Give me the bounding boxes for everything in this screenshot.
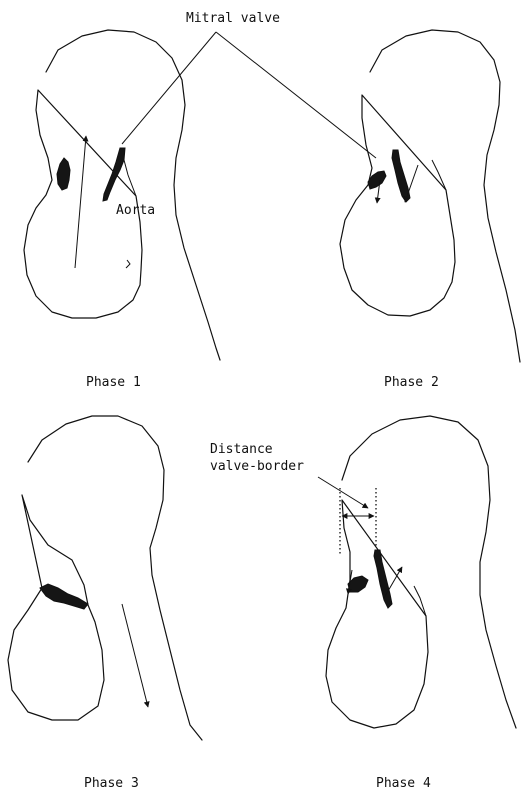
panel-phase-4: Distance valve-border Phase 4 — [210, 416, 516, 791]
mitral-valve-label: Mitral valve — [186, 11, 280, 26]
caption-phase-4: Phase 4 — [376, 776, 431, 791]
aortic-wall-stub-phase-1 — [124, 160, 136, 196]
caption-phase-2: Phase 2 — [384, 375, 439, 390]
valve-leaflet-right-phase-4 — [374, 550, 392, 608]
valve-leaflet-right-phase-1 — [103, 148, 125, 201]
heart-outline-phase-1 — [24, 30, 220, 360]
mitral-pointer-to-phase-1 — [122, 32, 216, 144]
flow-arrow-phase-1 — [75, 136, 86, 268]
distance-pointer-line — [318, 477, 368, 508]
chorda-tick-phase-1 — [126, 260, 130, 268]
panel-phase-2: Phase 2 — [340, 30, 520, 390]
heart-outline-phase-3 — [8, 416, 202, 740]
flow-arrow-phase-3 — [122, 604, 148, 707]
aorta-label: Aorta — [116, 203, 155, 218]
valve-leaflet-phase-3 — [40, 584, 88, 609]
valve-leaflet-left-phase-1 — [57, 158, 70, 190]
distance-label-line-1: Distance — [210, 442, 273, 457]
heart-outline-phase-2 — [340, 30, 520, 362]
mitral-pointer-to-phase-2 — [216, 32, 376, 158]
distance-label-line-2: valve-border — [210, 459, 304, 474]
aortic-wall-stub-phase-2 — [432, 160, 446, 190]
caption-phase-1: Phase 1 — [86, 375, 141, 390]
panel-phase-3: Phase 3 — [8, 416, 202, 791]
caption-phase-3: Phase 3 — [84, 776, 139, 791]
heart-outline-phase-4 — [326, 416, 516, 728]
panel-phase-1: Aorta Phase 1 — [24, 30, 220, 390]
